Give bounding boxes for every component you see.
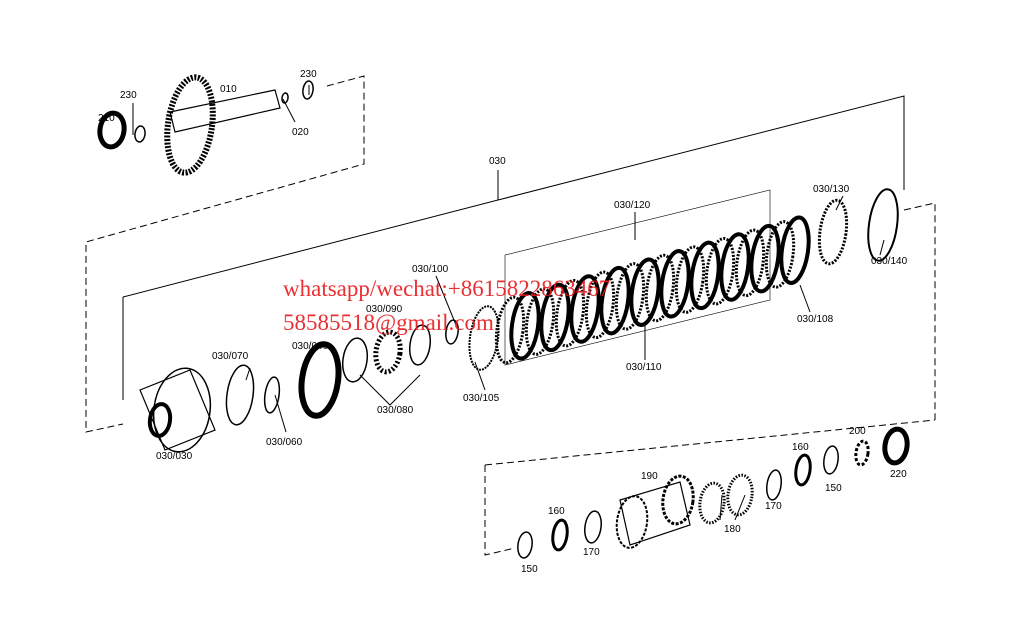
label-150: 150 <box>825 483 842 494</box>
washer-170 <box>766 469 782 501</box>
watermark-contact: whatsapp/wechat:+8615822863467 <box>283 276 610 301</box>
part-labels: 230 010 230 210 020 030 030/130 030/120 … <box>98 69 908 575</box>
label-210: 210 <box>98 113 115 124</box>
plate-030-130 <box>817 198 849 266</box>
plate-030-110 <box>599 265 631 336</box>
plate-030-120 <box>554 278 586 348</box>
label-030-120: 030/120 <box>614 200 651 211</box>
label-030-070: 030/070 <box>212 351 249 362</box>
plate-030-110 <box>539 282 571 353</box>
label-030-090: 030/090 <box>366 304 403 315</box>
label-030: 030 <box>489 156 506 167</box>
label-030-105: 030/105 <box>463 393 500 404</box>
plate-030-120 <box>494 295 526 365</box>
nut-200 <box>854 439 870 467</box>
plate-030-110 <box>569 274 601 344</box>
label-030-108: 030/108 <box>797 314 834 325</box>
label-180: 180 <box>724 524 741 535</box>
plate-030-120 <box>734 228 766 298</box>
gear-190 <box>619 481 691 546</box>
label-010: 010 <box>220 84 237 95</box>
gear-190 <box>615 495 649 549</box>
washer-150 <box>823 445 839 475</box>
label-230: 230 <box>300 69 317 80</box>
ring-160 <box>551 518 569 552</box>
label-030-040: 030/040 <box>292 341 329 352</box>
label-030-060: 030/060 <box>266 437 303 448</box>
bearing-210 <box>97 110 127 150</box>
gear-010 <box>164 74 216 176</box>
ring-030-080 <box>408 324 432 366</box>
label-030-110: 030/110 <box>626 362 662 373</box>
shaft-010 <box>169 89 281 133</box>
label-150: 150 <box>521 564 538 575</box>
snap-ring-030-140 <box>867 188 899 262</box>
plate-030-110 <box>779 215 811 285</box>
bearing-220 <box>882 426 910 466</box>
washer-150 <box>517 531 533 559</box>
plate-030-105 <box>468 305 500 371</box>
label-230: 230 <box>120 90 137 101</box>
o-ring-030-070 <box>225 364 255 426</box>
plate-030-120 <box>524 287 556 356</box>
plate-030-110 <box>719 232 751 302</box>
label-030-140: 030/140 <box>871 256 908 267</box>
plate-030-120 <box>644 253 676 323</box>
ring-030-080 <box>341 337 369 383</box>
assembly-brackets <box>85 75 936 556</box>
ring-030-100 <box>445 319 459 345</box>
label-200: 200 <box>849 426 866 437</box>
label-030-080: 030/080 <box>377 405 414 416</box>
plate-030-110 <box>749 223 781 294</box>
gear-190 <box>661 474 695 526</box>
plate-030-110 <box>509 291 541 361</box>
label-170: 170 <box>765 501 782 512</box>
watermark: whatsapp/wechat:+8615822863467 58585518@… <box>283 276 610 335</box>
label-160: 160 <box>792 442 809 453</box>
plate-030-120 <box>584 270 616 340</box>
needle-bearing-180 <box>726 473 754 517</box>
snap-ring-230 <box>134 125 146 143</box>
pin-020 <box>281 92 289 104</box>
plate-030-110 <box>629 257 661 327</box>
label-160: 160 <box>548 506 565 517</box>
label-220: 220 <box>890 469 907 480</box>
snap-ring-230 <box>302 80 314 100</box>
label-030-100: 030/100 <box>412 264 449 275</box>
label-030-130: 030/130 <box>813 184 850 195</box>
plate-030-120 <box>674 245 706 314</box>
plate-030-120 <box>764 220 796 289</box>
o-ring-030-060 <box>263 376 281 414</box>
parts-group <box>97 74 910 559</box>
watermark-email: 58585518@gmail.com <box>283 310 494 335</box>
plate-030-110 <box>659 249 691 319</box>
plate-030-110 <box>689 240 721 311</box>
piston-030-040 <box>298 341 342 419</box>
label-020: 020 <box>292 127 309 138</box>
label-030-030: 030/030 <box>156 451 193 462</box>
washer-170 <box>584 510 602 544</box>
spring-030-090 <box>373 329 403 375</box>
label-190: 190 <box>641 471 658 482</box>
label-170: 170 <box>583 547 600 558</box>
drum-bore <box>147 402 173 438</box>
ring-160 <box>794 453 812 487</box>
plate-030-120 <box>704 236 736 306</box>
needle-bearing-180 <box>698 481 726 525</box>
plate-030-120 <box>614 262 646 331</box>
